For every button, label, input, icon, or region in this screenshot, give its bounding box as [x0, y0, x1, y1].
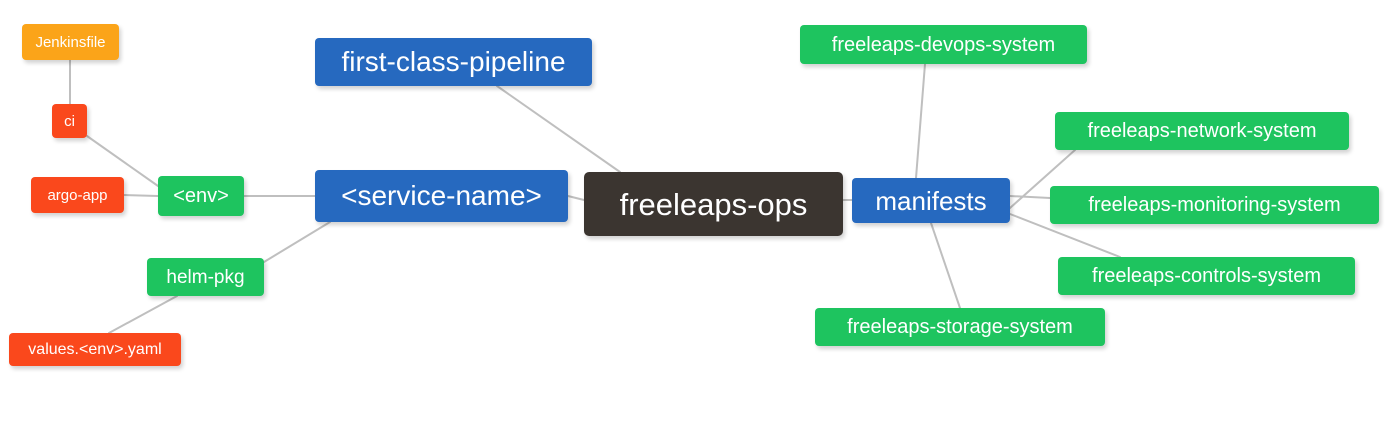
- mindmap-node-label: argo-app: [47, 186, 108, 204]
- mindmap-node-label: Jenkinsfile: [35, 33, 106, 51]
- edge-manifests-to-freeleaps-monitoring-system: [1009, 195, 1051, 199]
- mindmap-node-label: values.<env>.yaml: [28, 340, 162, 358]
- mindmap-node-label: freeleaps-ops: [619, 186, 808, 222]
- mindmap-node-freeleaps-monitoring-system[interactable]: freeleaps-monitoring-system: [1050, 186, 1379, 224]
- edge-manifests-to-freeleaps-storage-system: [930, 222, 961, 309]
- edge-argo-app-to-env: [123, 194, 159, 197]
- mindmap-node-label: freeleaps-storage-system: [847, 316, 1073, 338]
- mindmap-node-label: freeleaps-controls-system: [1092, 265, 1321, 287]
- mindmap-node-service-name[interactable]: <service-name>: [315, 170, 568, 222]
- mindmap-node-label: <env>: [173, 185, 229, 207]
- mindmap-node-jenkinsfile[interactable]: Jenkinsfile: [22, 24, 119, 60]
- mindmap-node-freeleaps-network-system[interactable]: freeleaps-network-system: [1055, 112, 1349, 150]
- mindmap-node-label: freeleaps-monitoring-system: [1088, 194, 1341, 216]
- mindmap-node-label: first-class-pipeline: [341, 46, 566, 77]
- mindmap-node-manifests[interactable]: manifests: [852, 178, 1010, 223]
- edge-first-class-pipeline-to-freeleaps-ops: [496, 85, 621, 173]
- mindmap-node-values-yaml[interactable]: values.<env>.yaml: [9, 333, 181, 366]
- edge-manifests-to-freeleaps-devops-system: [915, 63, 926, 179]
- mindmap-node-freeleaps-ops[interactable]: freeleaps-ops: [584, 172, 843, 236]
- mindmap-node-helm-pkg[interactable]: helm-pkg: [147, 258, 264, 296]
- mindmap-node-label: helm-pkg: [166, 266, 245, 288]
- edge-values-yaml-to-helm-pkg: [108, 295, 178, 334]
- mindmap-node-argo-app[interactable]: argo-app: [31, 177, 124, 213]
- mindmap-node-label: <service-name>: [341, 180, 542, 211]
- mindmap-node-label: ci: [64, 112, 75, 130]
- mindmap-node-label: freeleaps-network-system: [1087, 120, 1317, 142]
- mindmap-node-freeleaps-devops-system[interactable]: freeleaps-devops-system: [800, 25, 1087, 64]
- mindmap-node-label: freeleaps-devops-system: [831, 33, 1056, 56]
- mindmap-node-env[interactable]: <env>: [158, 176, 244, 216]
- mindmap-node-freeleaps-controls-system[interactable]: freeleaps-controls-system: [1058, 257, 1355, 295]
- mindmap-node-label: manifests: [875, 185, 987, 216]
- mindmap-node-first-class-pipeline[interactable]: first-class-pipeline: [315, 38, 592, 86]
- edge-helm-pkg-to-service-name: [263, 221, 331, 263]
- mindmap-node-freeleaps-storage-system[interactable]: freeleaps-storage-system: [815, 308, 1105, 346]
- edge-service-name-to-freeleaps-ops: [567, 195, 585, 201]
- mindmap-node-ci[interactable]: ci: [52, 104, 87, 138]
